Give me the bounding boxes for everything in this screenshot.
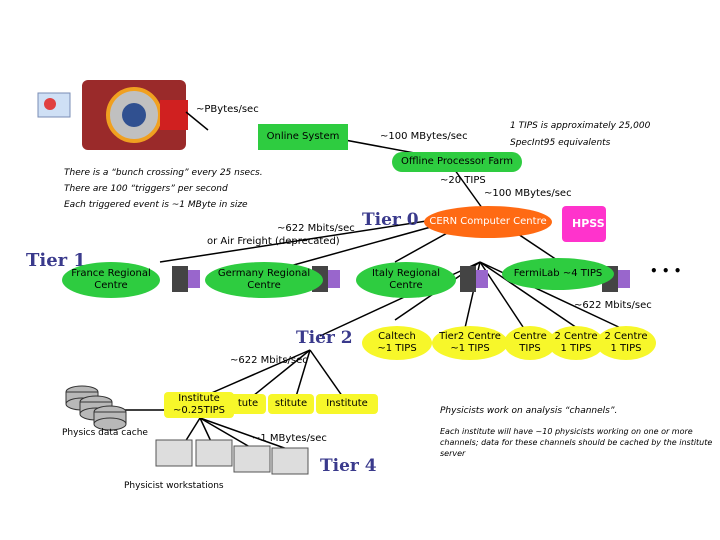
disk-cache-icon bbox=[65, 385, 127, 431]
bunch-crossing-note: There is a “bunch crossing” every 25 nse… bbox=[64, 168, 263, 178]
tier-4-label: Tier 4 bbox=[320, 456, 377, 476]
tier2-centre-2: Centre TIPS bbox=[504, 326, 556, 360]
tier1-centre-fermilab: FermiLab ~4 TIPS bbox=[502, 258, 614, 290]
event-size-note: Each triggered event is ~1 MByte in size bbox=[64, 200, 248, 210]
link-622-c-label: ~622 Mbits/sec bbox=[230, 355, 308, 366]
tips-note-1: 1 TIPS is approximately 25,000 bbox=[510, 121, 651, 131]
link-622-b-label: ~622 Mbits/sec bbox=[574, 300, 652, 311]
tier1-centre-germany: Germany Regional Centre bbox=[205, 262, 323, 298]
tips-20-label: ~20 TIPS bbox=[440, 175, 486, 186]
tier2-centre-caltech: Caltech ~1 TIPS bbox=[362, 326, 432, 360]
tier2-centre-4: 2 Centre 1 TIPS bbox=[596, 326, 656, 360]
tier-2-label: Tier 2 bbox=[296, 328, 353, 348]
tier2-centre-1: Tier2 Centre ~1 TIPS bbox=[432, 326, 508, 360]
analysis-note: Physicists work on analysis “channels”. bbox=[440, 406, 618, 416]
institute-rate-label: ~1 MBytes/sec bbox=[252, 433, 327, 444]
top-rate-label: ~PBytes/sec bbox=[196, 104, 259, 115]
tips-note-2: SpecInt95 equivalents bbox=[510, 138, 611, 148]
institute-node-4: Institute bbox=[316, 394, 378, 414]
cern-computer-centre-node: CERN Computer Centre bbox=[424, 206, 552, 238]
triggers-note: There are 100 “triggers” per second bbox=[64, 184, 228, 194]
institute-node-2: tute bbox=[230, 394, 266, 414]
tier-0-label: Tier 0 bbox=[362, 210, 419, 230]
workstations-label: Physicist workstations bbox=[124, 481, 224, 491]
tier-1-label: Tier 1 bbox=[26, 250, 86, 271]
institute-node-main: Institute ~0.25TIPS bbox=[164, 392, 234, 418]
institute-node-3: stitute bbox=[268, 394, 314, 414]
online-system-box: Online System bbox=[258, 124, 348, 150]
channels-note: Each institute will have ~10 physicists … bbox=[440, 427, 713, 458]
rate-100-label: ~100 MBytes/sec bbox=[380, 131, 468, 142]
detector-icon bbox=[37, 80, 188, 150]
more-centres-ellipsis: • • • bbox=[650, 264, 682, 278]
offline-farm-box: Offline Processor Farm bbox=[392, 152, 522, 172]
tier1-centre-france: France Regional Centre bbox=[62, 262, 160, 298]
air-freight-label: or Air Freight (deprecated) bbox=[207, 236, 340, 247]
tier1-centre-italy: Italy Regional Centre bbox=[356, 262, 456, 298]
hpss-storage-icon bbox=[562, 206, 606, 242]
link-622-a-label: ~622 Mbits/sec bbox=[277, 223, 355, 234]
hpss-label: HPSS bbox=[572, 217, 605, 230]
rate-100-b-label: ~100 MBytes/sec bbox=[484, 188, 572, 199]
tier2-centre-3: 2 Centre 1 TIPS bbox=[548, 326, 604, 360]
physics-cache-label: Physics data cache bbox=[62, 428, 148, 438]
workstation-icons bbox=[155, 439, 309, 475]
